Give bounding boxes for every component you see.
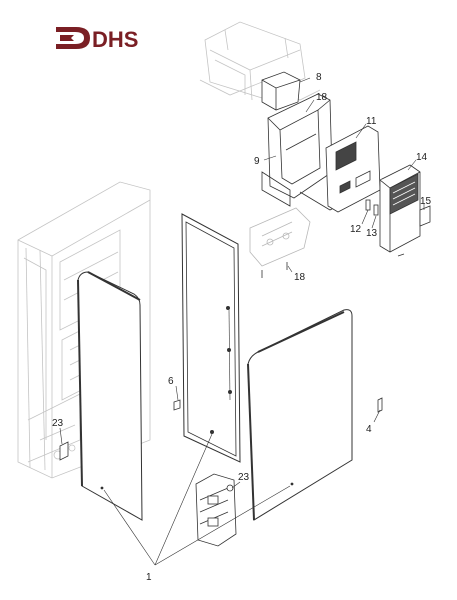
logo-arrow-mark <box>56 27 90 49</box>
fuse-holder-part <box>373 204 379 216</box>
control-pcb <box>325 125 381 213</box>
center-frame-panel <box>181 213 241 463</box>
callout-11: 11 <box>366 116 377 127</box>
fitting-part-23-left <box>59 441 69 461</box>
callout-labels: 8 18 11 9 14 15 12 13 18 6 4 23 23 1 <box>52 72 432 583</box>
left-side-panel <box>77 271 143 521</box>
callout-4: 4 <box>366 424 372 435</box>
lower-valve-outline <box>249 207 311 267</box>
callout-23-left: 23 <box>52 418 64 429</box>
mounting-frame-outline <box>199 21 321 101</box>
callout-14: 14 <box>416 152 428 163</box>
callout-1: 1 <box>146 572 152 583</box>
callout-9: 9 <box>254 156 260 167</box>
top-cap-part <box>261 71 301 111</box>
leader-lines <box>59 77 425 566</box>
callout-18-bottom: 18 <box>294 272 306 283</box>
dhs-logo: DHS <box>56 27 138 52</box>
screw-part <box>397 253 405 257</box>
fitting-part-4 <box>377 397 383 413</box>
control-box <box>379 164 421 253</box>
cover-plate-part <box>419 205 431 227</box>
lower-connector-assembly <box>195 473 237 547</box>
right-side-panel <box>247 309 353 521</box>
callout-18-top: 18 <box>316 92 328 103</box>
logo-text: DHS <box>92 27 138 52</box>
callout-6: 6 <box>168 376 174 387</box>
small-fittings <box>59 397 383 461</box>
fuse-part <box>365 199 371 211</box>
callout-12: 12 <box>350 224 362 235</box>
callout-23-right: 23 <box>238 472 250 483</box>
callout-8: 8 <box>316 72 322 83</box>
callout-15: 15 <box>420 196 432 207</box>
fitting-part-6 <box>173 399 181 411</box>
callout-13: 13 <box>366 228 378 239</box>
